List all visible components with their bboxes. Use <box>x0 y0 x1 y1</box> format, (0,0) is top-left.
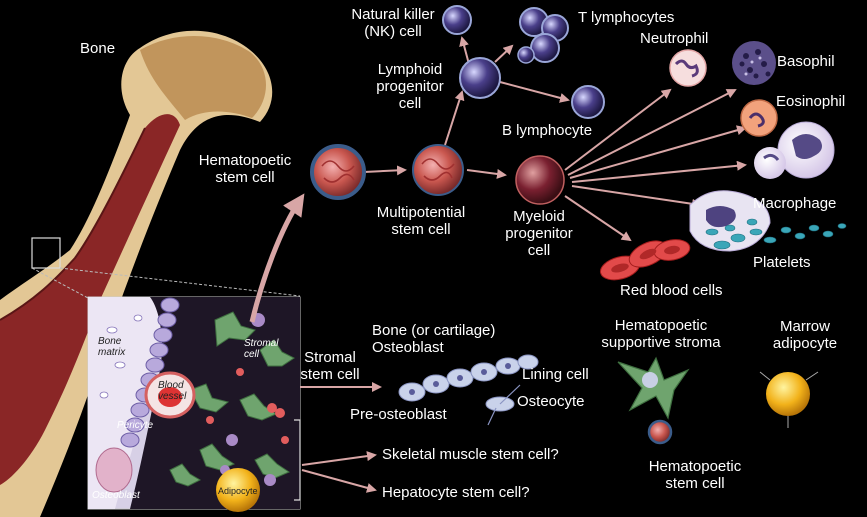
label-eosinophil: Eosinophil <box>776 93 846 110</box>
label-red-blood-cells: Red blood cells <box>620 282 723 299</box>
marrow-inset <box>87 296 301 512</box>
label-t-lymphocytes: T lymphocytes <box>578 9 675 26</box>
label-macrophage: Macrophage <box>753 195 837 212</box>
label-b-lymphocyte: B lymphocyte <box>502 122 593 139</box>
label-nk-cell: Natural killer (NK) cell <box>351 6 435 40</box>
inset-label-pericyte: Pericyte <box>117 420 154 431</box>
inset-label-adipocyte: Adipocyte <box>218 486 258 496</box>
cells <box>310 5 847 445</box>
inset-label-blood-vessel: Blood vessel <box>158 380 187 402</box>
label-pre-osteoblast: Pre-osteoblast <box>350 406 447 423</box>
label-lymphoid-progenitor: Lymphoid progenitor cell <box>376 61 444 112</box>
inset-label-osteoblast: Osteoblast <box>92 490 140 501</box>
label-osteoblast: Osteoblast <box>372 339 444 356</box>
label-multipotential-stem-cell: Multipotential stem cell <box>376 204 466 238</box>
label-myeloid-progenitor: Myeloid progenitor cell <box>505 208 573 259</box>
label-marrow-adipocyte: Marrow adipocyte <box>772 318 838 352</box>
label-bone-cartilage: Bone (or cartilage) <box>372 322 496 339</box>
label-hepatocyte-stem-cell: Hepatocyte stem cell? <box>382 484 530 501</box>
zoom-box <box>31 237 61 269</box>
label-basophil: Basophil <box>777 53 835 70</box>
label-supportive-stroma: Hematopoetic supportive stroma <box>601 317 721 351</box>
label-skeletal-muscle-stem-cell: Skeletal muscle stem cell? <box>382 446 559 463</box>
label-neutrophil: Neutrophil <box>640 30 709 47</box>
inset-label-stromal-cell: Stromal cell <box>244 338 279 360</box>
label-bone: Bone <box>80 40 116 57</box>
lineage-arrows <box>249 36 747 493</box>
label-hematopoetic-stem-cell-bottom: Hematopoetic stem cell <box>648 458 742 492</box>
label-hematopoetic-stem-cell: Hematopoetic stem cell <box>198 152 292 186</box>
label-platelets: Platelets <box>753 254 811 271</box>
label-stromal-stem-cell: Stromal stem cell <box>300 349 360 383</box>
inset-label-bone-matrix: Bone matrix <box>98 336 126 358</box>
label-lining-cell: Lining cell <box>522 366 589 383</box>
label-osteocyte: Osteocyte <box>517 393 585 410</box>
